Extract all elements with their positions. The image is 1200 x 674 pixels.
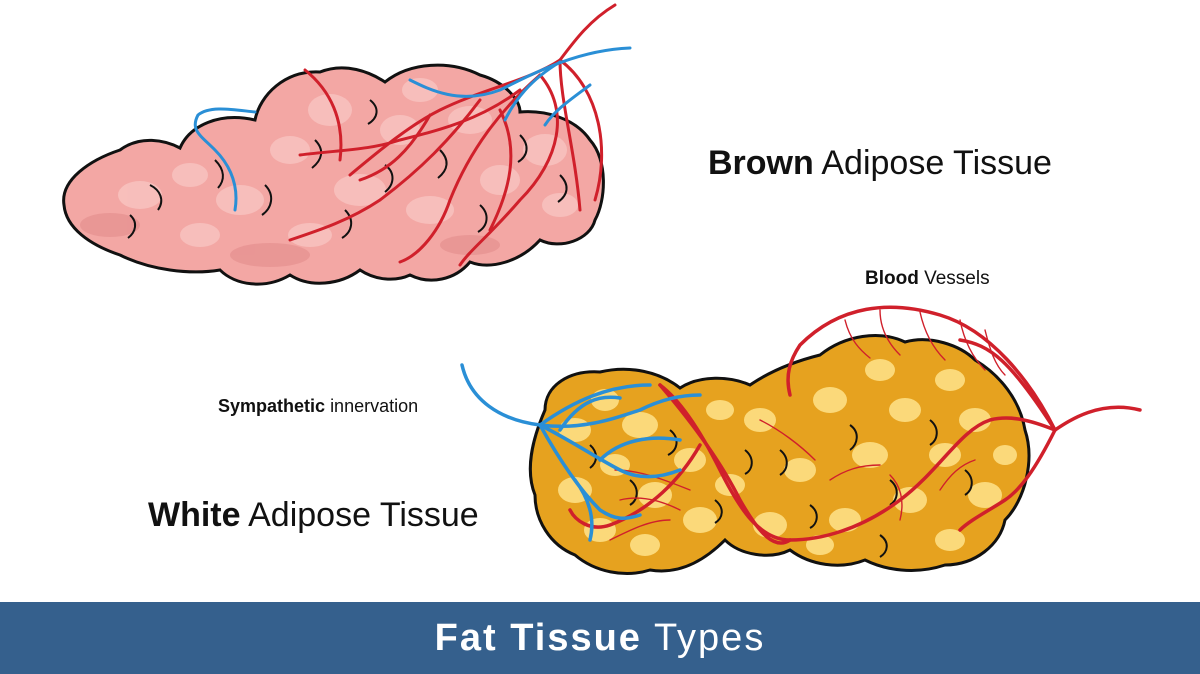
brown-nerves	[193, 46, 632, 212]
white-nerves	[460, 363, 702, 542]
blood-vessels-label: Blood Vessels	[865, 268, 990, 290]
sympathetic-label-rest: innervation	[330, 396, 419, 416]
white-label-bold: White	[148, 496, 241, 534]
white-tissue-body	[528, 334, 1031, 575]
brown-adipose-tissue-label: Brown Adipose Tissue	[708, 144, 1052, 183]
footer-banner: Fat Tissue Types	[0, 602, 1200, 674]
sympathetic-label-bold: Sympathetic	[218, 396, 326, 416]
brown-tissue-shading	[80, 213, 500, 267]
brown-label-bold: Brown	[708, 144, 814, 182]
blood-label-rest: Vessels	[924, 268, 990, 289]
sympathetic-innervation-label: Sympathetic innervation	[218, 396, 418, 417]
brown-blood-vessels	[288, 3, 617, 267]
brown-tissue-folds	[127, 99, 568, 239]
footer-title-rest: Types	[653, 616, 766, 659]
blood-label-bold: Blood	[865, 268, 919, 289]
brown-adipose-tissue	[62, 3, 632, 286]
white-label-rest: Adipose Tissue	[248, 496, 479, 534]
brown-label-rest: Adipose Tissue	[821, 144, 1052, 182]
footer-title-bold: Fat Tissue	[434, 616, 642, 659]
white-adipose-tissue	[460, 305, 1142, 575]
white-adipose-tissue-label: White Adipose Tissue	[148, 496, 479, 535]
white-blood-vessels	[568, 305, 1142, 545]
